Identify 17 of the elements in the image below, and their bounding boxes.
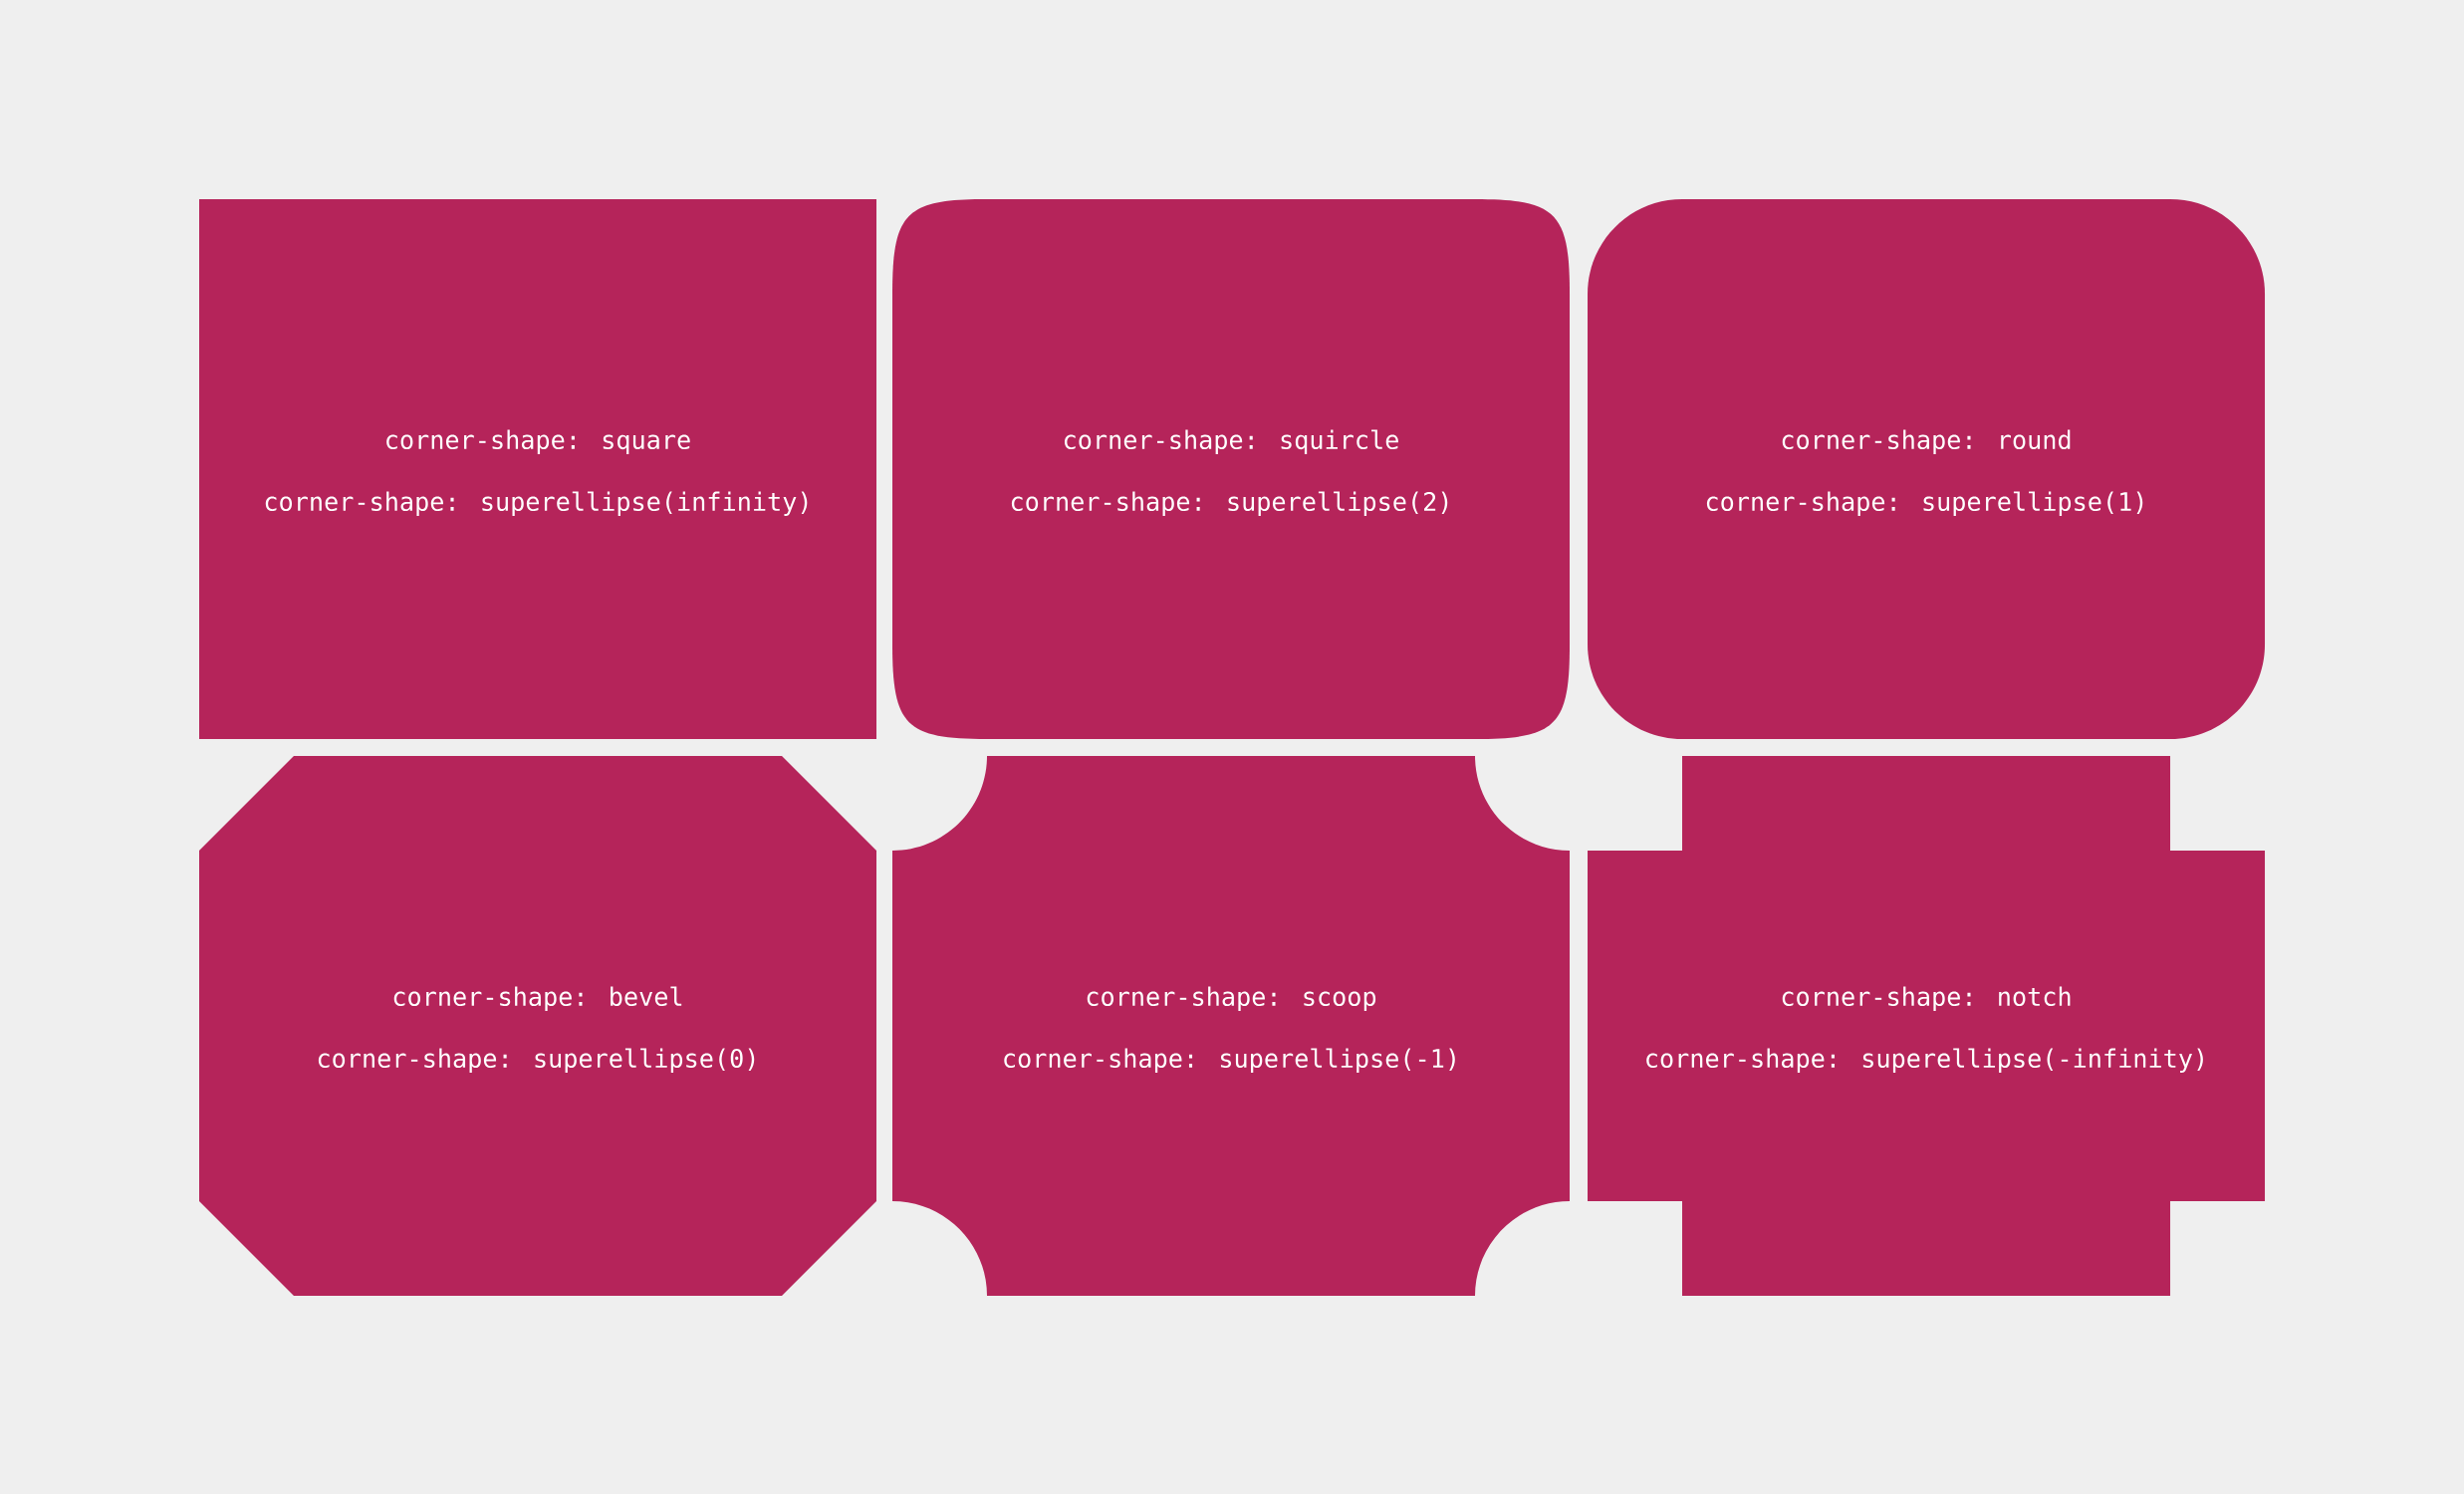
squircle-tile: [892, 199, 1570, 739]
scooped-tile: [892, 756, 1570, 1296]
code-text: corner-shape: squircle: [1065, 429, 1398, 454]
code-text: corner-shape: square: [386, 429, 690, 454]
code-text: corner-shape: notch: [1782, 986, 2071, 1011]
code-text: corner-shape: scoop: [1087, 986, 1376, 1011]
code-text: corner-shape: superellipse(0): [318, 1048, 755, 1073]
code-text: corner-shape: superellipse(infinity): [265, 491, 808, 516]
code-text: corner-shape: superellipse(-infinity): [1646, 1048, 2203, 1073]
code-text: corner-shape: round: [1782, 429, 2071, 454]
code-text: corner-shape: bevel: [393, 986, 682, 1011]
rounded-tile: [1588, 199, 2266, 739]
code-text: corner-shape: superellipse(2): [1011, 491, 1448, 516]
square-tile: [199, 199, 876, 739]
code-text: corner-shape: superellipse(-1): [1004, 1048, 1455, 1073]
code-text: corner-shape: superellipse(1): [1706, 491, 2143, 516]
beveled-tile: [199, 756, 876, 1296]
